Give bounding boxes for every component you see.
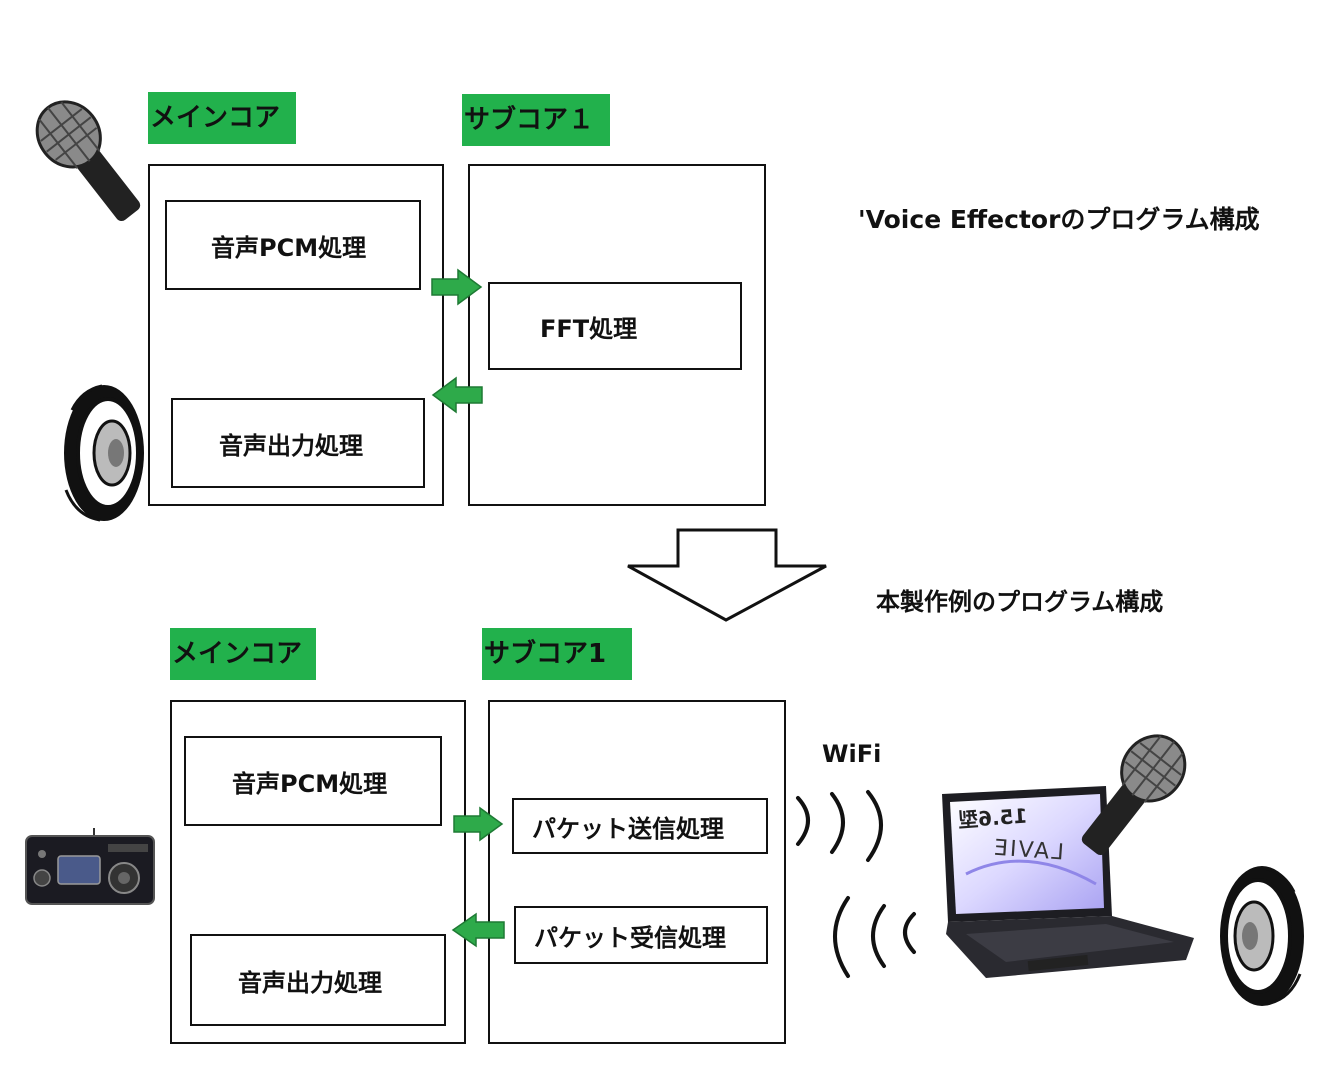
output-process-label: 音声出力処理 [238, 968, 382, 997]
pcm-process-box-top: 音声PCM処理 [165, 200, 421, 290]
laptop-screen-size: 15.6型 [957, 803, 1029, 833]
down-arrow-icon [627, 528, 827, 622]
packet-send-box: パケット送信処理 [512, 798, 768, 854]
laptop-icon [942, 786, 1194, 978]
top-section-title: 'Voice Effectorのプログラム構成 [858, 205, 1260, 234]
microphone-icon [1081, 734, 1187, 855]
wifi-incoming-waves-icon [833, 896, 916, 978]
output-process-label: 音声出力処理 [219, 431, 363, 460]
main-core-label-top: メインコア [148, 92, 296, 144]
packet-receive-label: パケット受信処理 [534, 923, 726, 952]
packet-receive-box: パケット受信処理 [514, 906, 768, 964]
speaker-icon [1220, 866, 1304, 1006]
arrow-left-icon [431, 376, 483, 414]
sub-core-label-top: サブコア１ [462, 94, 610, 146]
radio-transceiver-icon [25, 828, 155, 905]
laptop-brand: LAVIE [991, 835, 1065, 866]
wifi-label: WiFi [822, 740, 882, 768]
arrow-right-icon [431, 268, 483, 306]
pcm-process-box-bottom: 音声PCM処理 [184, 736, 442, 826]
output-process-box-top: 音声出力処理 [171, 398, 425, 488]
arrow-right-icon [453, 806, 504, 842]
arrow-left-icon [451, 912, 505, 948]
pcm-process-label: 音声PCM処理 [211, 233, 367, 262]
fft-process-label: FFT処理 [540, 314, 638, 343]
fft-process-box: FFT処理 [488, 282, 742, 370]
main-core-label-bottom: メインコア [170, 628, 316, 680]
output-process-box-bottom: 音声出力処理 [190, 934, 446, 1026]
sub-core-label-bottom: サブコア1 [482, 628, 632, 680]
speaker-icon [64, 384, 144, 522]
packet-send-label: パケット送信処理 [532, 814, 724, 843]
pcm-process-label: 音声PCM処理 [232, 769, 388, 798]
wifi-outgoing-waves-icon [796, 790, 883, 862]
microphone-icon [35, 100, 141, 221]
bottom-section-title: 本製作例のプログラム構成 [876, 588, 1164, 616]
sub-core-box-bottom [488, 700, 786, 1044]
